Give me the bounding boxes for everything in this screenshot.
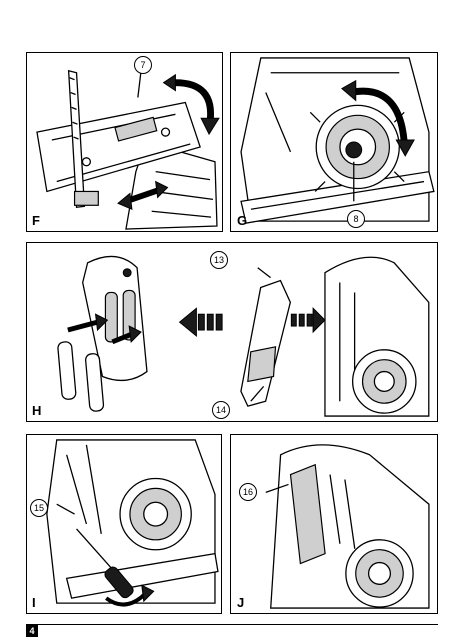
- figure-panel-g: 8 G: [230, 52, 438, 232]
- callout-14: 14: [212, 401, 230, 419]
- callout-7: 7: [134, 56, 152, 74]
- panel-label-i: I: [32, 595, 36, 610]
- figure-panel-h: 13 14 H: [26, 242, 438, 422]
- footer-rule: [26, 624, 438, 625]
- figure-panel-f: 7 F: [26, 52, 223, 232]
- screwdriver-adjust-illustration: [46, 439, 219, 607]
- panel-label-g: G: [237, 213, 248, 228]
- jigsaw-shoe-illustration: [36, 69, 220, 230]
- jigsaw-led-illustration: [265, 444, 430, 609]
- jigsaw-dial-illustration: [240, 57, 435, 224]
- callout-8: 8: [347, 210, 365, 228]
- page-number: 4: [26, 625, 38, 637]
- panel-label-j: J: [237, 595, 245, 610]
- callout-13: 13: [210, 251, 228, 269]
- panel-label-h: H: [32, 403, 42, 418]
- figure-panel-i: 15 I: [26, 434, 222, 614]
- battery-compartment-illustration: [57, 255, 430, 417]
- panel-label-f: F: [32, 213, 40, 228]
- figure-panel-j: 16 J: [230, 434, 438, 614]
- callout-15: 15: [30, 499, 48, 517]
- callout-16: 16: [239, 483, 257, 501]
